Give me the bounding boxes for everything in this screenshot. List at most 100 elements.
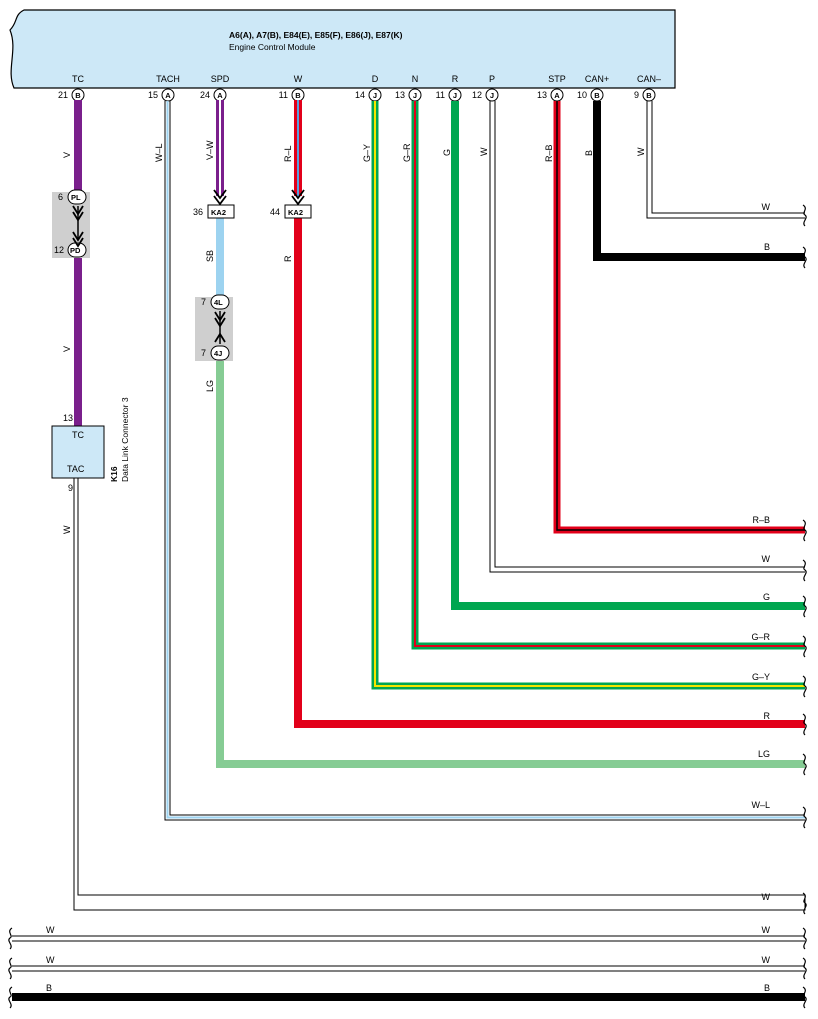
label-canm: W	[636, 147, 646, 156]
label-tac-out: W	[62, 525, 72, 534]
connector-4j	[210, 345, 230, 361]
connector-pd-label: PD	[70, 246, 81, 255]
pin-name-2: SPD	[211, 74, 230, 84]
ecm-box	[9, 9, 676, 89]
pin-name-8: STP	[548, 74, 566, 84]
pin-conn-9: B	[594, 91, 600, 100]
pin-conn-2: A	[217, 91, 223, 100]
wire-d	[371, 101, 805, 690]
wire-canp	[593, 101, 805, 261]
label-spd: V–W	[205, 140, 215, 160]
pin-num-5: 13	[395, 90, 405, 100]
dlc-id: K16	[109, 466, 119, 482]
break-mark-12	[802, 957, 807, 980]
break-mark-7	[802, 713, 807, 736]
wire-spd	[213, 100, 805, 768]
wire-canm	[646, 101, 805, 219]
right-label-9: W–L	[751, 800, 770, 810]
ecm-title: A6(A), A7(B), E84(E), E85(F), E86(J), E8…	[229, 30, 403, 40]
bottom-left-label-2: B	[46, 983, 52, 993]
wire-tach	[164, 101, 805, 821]
pin-name-4: D	[372, 74, 379, 84]
dlc-tac-pin: TAC	[67, 464, 85, 474]
break-mark-11	[802, 927, 807, 950]
pin-name-10: CAN–	[637, 74, 661, 84]
dlc-tc-num: 13	[63, 413, 73, 423]
pin-conn-7: J	[490, 91, 494, 100]
label-spd-low2: LG	[205, 380, 215, 392]
break-mark-8	[802, 753, 807, 776]
pin-num-1: 15	[148, 90, 158, 100]
label-w-pin: R–L	[283, 145, 293, 162]
pin-name-9: CAN+	[585, 74, 609, 84]
bottom-wires	[12, 935, 805, 1001]
connector-ka2-b-num: 44	[270, 207, 280, 217]
dlc-tc-pin: TC	[72, 430, 84, 440]
break-mark-0	[802, 204, 807, 227]
pin-conn-5: J	[413, 91, 417, 100]
ecm-subtitle: Engine Control Module	[229, 42, 316, 52]
pin-conn-10: B	[646, 91, 652, 100]
connector-pd-num: 12	[54, 245, 64, 255]
right-label-4: G	[763, 592, 770, 602]
pin-name-3: W	[294, 74, 303, 84]
right-label-1: B	[764, 242, 770, 252]
right-label-10: W	[762, 892, 771, 902]
break-mark-10	[802, 892, 807, 915]
pin-conn-0: B	[75, 91, 81, 100]
right-label-6: G–Y	[752, 672, 770, 682]
pin-name-0: TC	[72, 74, 84, 84]
wire-r	[451, 101, 805, 610]
pin-num-3: 11	[279, 90, 288, 100]
label-tc-upper: V	[62, 152, 72, 158]
label-tach: W–L	[154, 143, 164, 162]
connector-pl-num: 6	[58, 192, 63, 202]
connector-ka2-b	[284, 204, 312, 219]
wire-tac-out	[73, 478, 806, 911]
label-p: W	[479, 147, 489, 156]
break-mark-3	[802, 559, 807, 582]
break-mark-2	[802, 519, 807, 542]
label-w-lower: R	[283, 255, 293, 262]
connector-4l-num: 7	[201, 297, 206, 307]
pin-num-8: 13	[537, 90, 547, 100]
connector-ka2-b-label: KA2	[288, 208, 303, 217]
right-label-3: W	[762, 554, 771, 564]
label-canp: B	[584, 150, 594, 156]
left-break-mark-0	[8, 927, 13, 950]
connector-4j-num: 7	[201, 348, 206, 358]
dlc-box	[51, 425, 105, 479]
break-mark-6	[802, 675, 807, 698]
right-label-7: R	[764, 711, 771, 721]
break-mark-9	[802, 806, 807, 829]
dlc-name: Data Link Connector 3	[120, 397, 130, 482]
pin-conn-6: J	[453, 91, 457, 100]
connector-4l	[210, 294, 230, 310]
pin-num-4: 14	[355, 90, 365, 100]
pin-name-7: P	[489, 74, 495, 84]
dlc-tac-num: 9	[68, 483, 73, 493]
pin-circle-10	[642, 88, 656, 102]
connector-4j-label: 4J	[214, 349, 222, 358]
connector-ka2-a	[207, 204, 235, 219]
label-stp: R–B	[544, 144, 554, 162]
label-d: G–Y	[362, 144, 372, 162]
wire-w-pin	[291, 100, 805, 728]
right-label-5: G–R	[751, 632, 770, 642]
break-mark-5	[802, 635, 807, 658]
pin-num-7: 12	[472, 90, 482, 100]
connector-pl-label: PL	[71, 193, 81, 202]
connector-4l-label: 4L	[214, 298, 223, 307]
wire-n	[411, 101, 805, 650]
right-label-0: W	[762, 202, 771, 212]
pin-conn-4: J	[373, 91, 377, 100]
bottom-right-label-1: W	[762, 955, 771, 965]
wire-tc	[74, 100, 82, 426]
pin-name-5: N	[412, 74, 419, 84]
connector-ka2-a-num: 36	[193, 207, 203, 217]
